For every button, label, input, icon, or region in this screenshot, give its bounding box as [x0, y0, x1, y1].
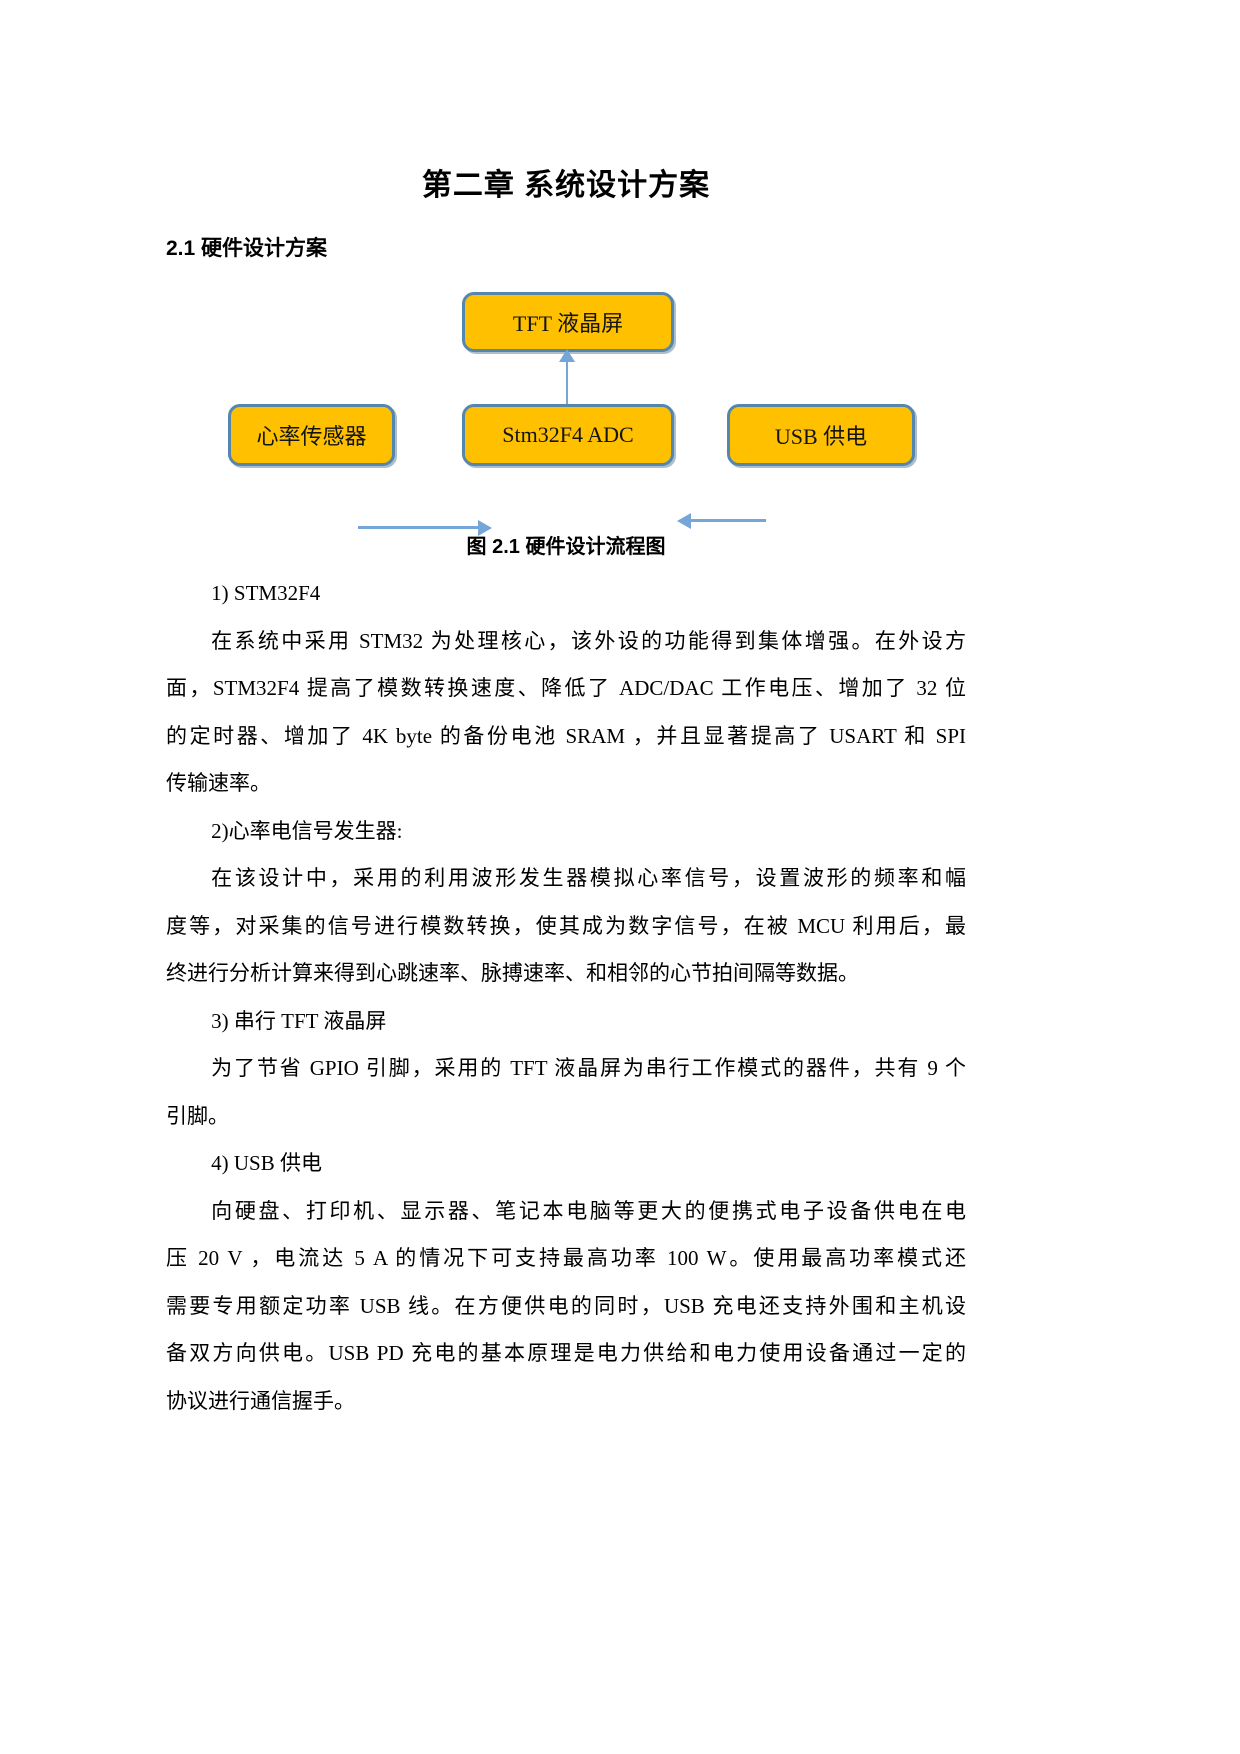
- figure-caption: 图 2.1 硬件设计流程图: [466, 536, 666, 558]
- connector-usb-to-stm: [690, 519, 766, 522]
- body-line: 传输速率。: [166, 771, 271, 795]
- arrow-right-icon: [478, 520, 492, 536]
- list-item-3: 3) 串行 TFT 液晶屏: [211, 1008, 387, 1033]
- page-title: 第二章 系统设计方案: [421, 169, 711, 202]
- flowchart-box-usb-label: USB 供电: [774, 424, 868, 449]
- section-heading: 2.1 硬件设计方案: [166, 237, 328, 260]
- body-line: 终进行分析计算来得到心跳速率、脉搏速率、和相邻的心节拍间隔等数据。: [166, 961, 859, 985]
- flowchart-box-stm32-label: Stm32F4 ADC: [502, 422, 634, 447]
- body-line: 面，STM32F4 提高了模数转换速度、降低了 ADC/DAC 工作电压、增加了…: [166, 676, 966, 700]
- body-line: 的定时器、增加了 4K byte 的备份电池 SRAM ，并且显著提高了 USA…: [166, 723, 966, 748]
- body-line: 需要专用额定功率 USB 线。在方便供电的同时，USB 充电还支持外围和主机设: [166, 1293, 966, 1318]
- list-item-2: 2)心率电信号发生器:: [211, 818, 403, 843]
- list-item-1: 1) STM32F4: [211, 581, 321, 605]
- connector-heart-to-stm: [358, 526, 480, 529]
- body-line: 压 20 V ，电流达 5 A 的情况下可支持最高功率 100 W。使用最高功率…: [166, 1246, 966, 1270]
- list-item-4: 4) USB 供电: [211, 1151, 322, 1175]
- body-line: 协议进行通信握手。: [166, 1388, 355, 1413]
- flowchart-box-heart-sensor: 心率传感器: [228, 404, 395, 466]
- flowchart-box-stm32-adc: Stm32F4 ADC: [462, 404, 674, 466]
- body-line: 引脚。: [166, 1103, 229, 1128]
- body-line: 度等，对采集的信号进行模数转换，使其成为数字信号，在被 MCU 利用后，最: [166, 913, 966, 938]
- flowchart-box-usb-power: USB 供电: [727, 404, 915, 466]
- body-line: 备双方向供电。USB PD 充电的基本原理是电力供给和电力使用设备通过一定的: [166, 1341, 966, 1365]
- flowchart-box-tft-screen: TFT 液晶屏: [462, 292, 674, 352]
- body-line: 为了节省 GPIO 引脚，采用的 TFT 液晶屏为串行工作模式的器件，共有 9 …: [211, 1056, 966, 1080]
- flowchart-box-heart-label: 心率传感器: [256, 424, 367, 449]
- flowchart-box-tft-label: TFT 液晶屏: [512, 311, 624, 336]
- arrow-left-icon: [677, 513, 691, 529]
- body-line: 在系统中采用 STM32 为处理核心，该外设的功能得到集体增强。在外设方: [211, 628, 966, 653]
- body-line: 在该设计中，采用的利用波形发生器模拟心率信号，设置波形的频率和幅: [211, 866, 966, 890]
- arrow-up-icon: [559, 349, 575, 362]
- body-line: 向硬盘、打印机、显示器、笔记本电脑等更大的便携式电子设备供电在电: [211, 1198, 966, 1223]
- body-text: 1) STM32F4 在系统中采用 STM32 为处理核心，该外设的功能得到集体…: [166, 570, 966, 1425]
